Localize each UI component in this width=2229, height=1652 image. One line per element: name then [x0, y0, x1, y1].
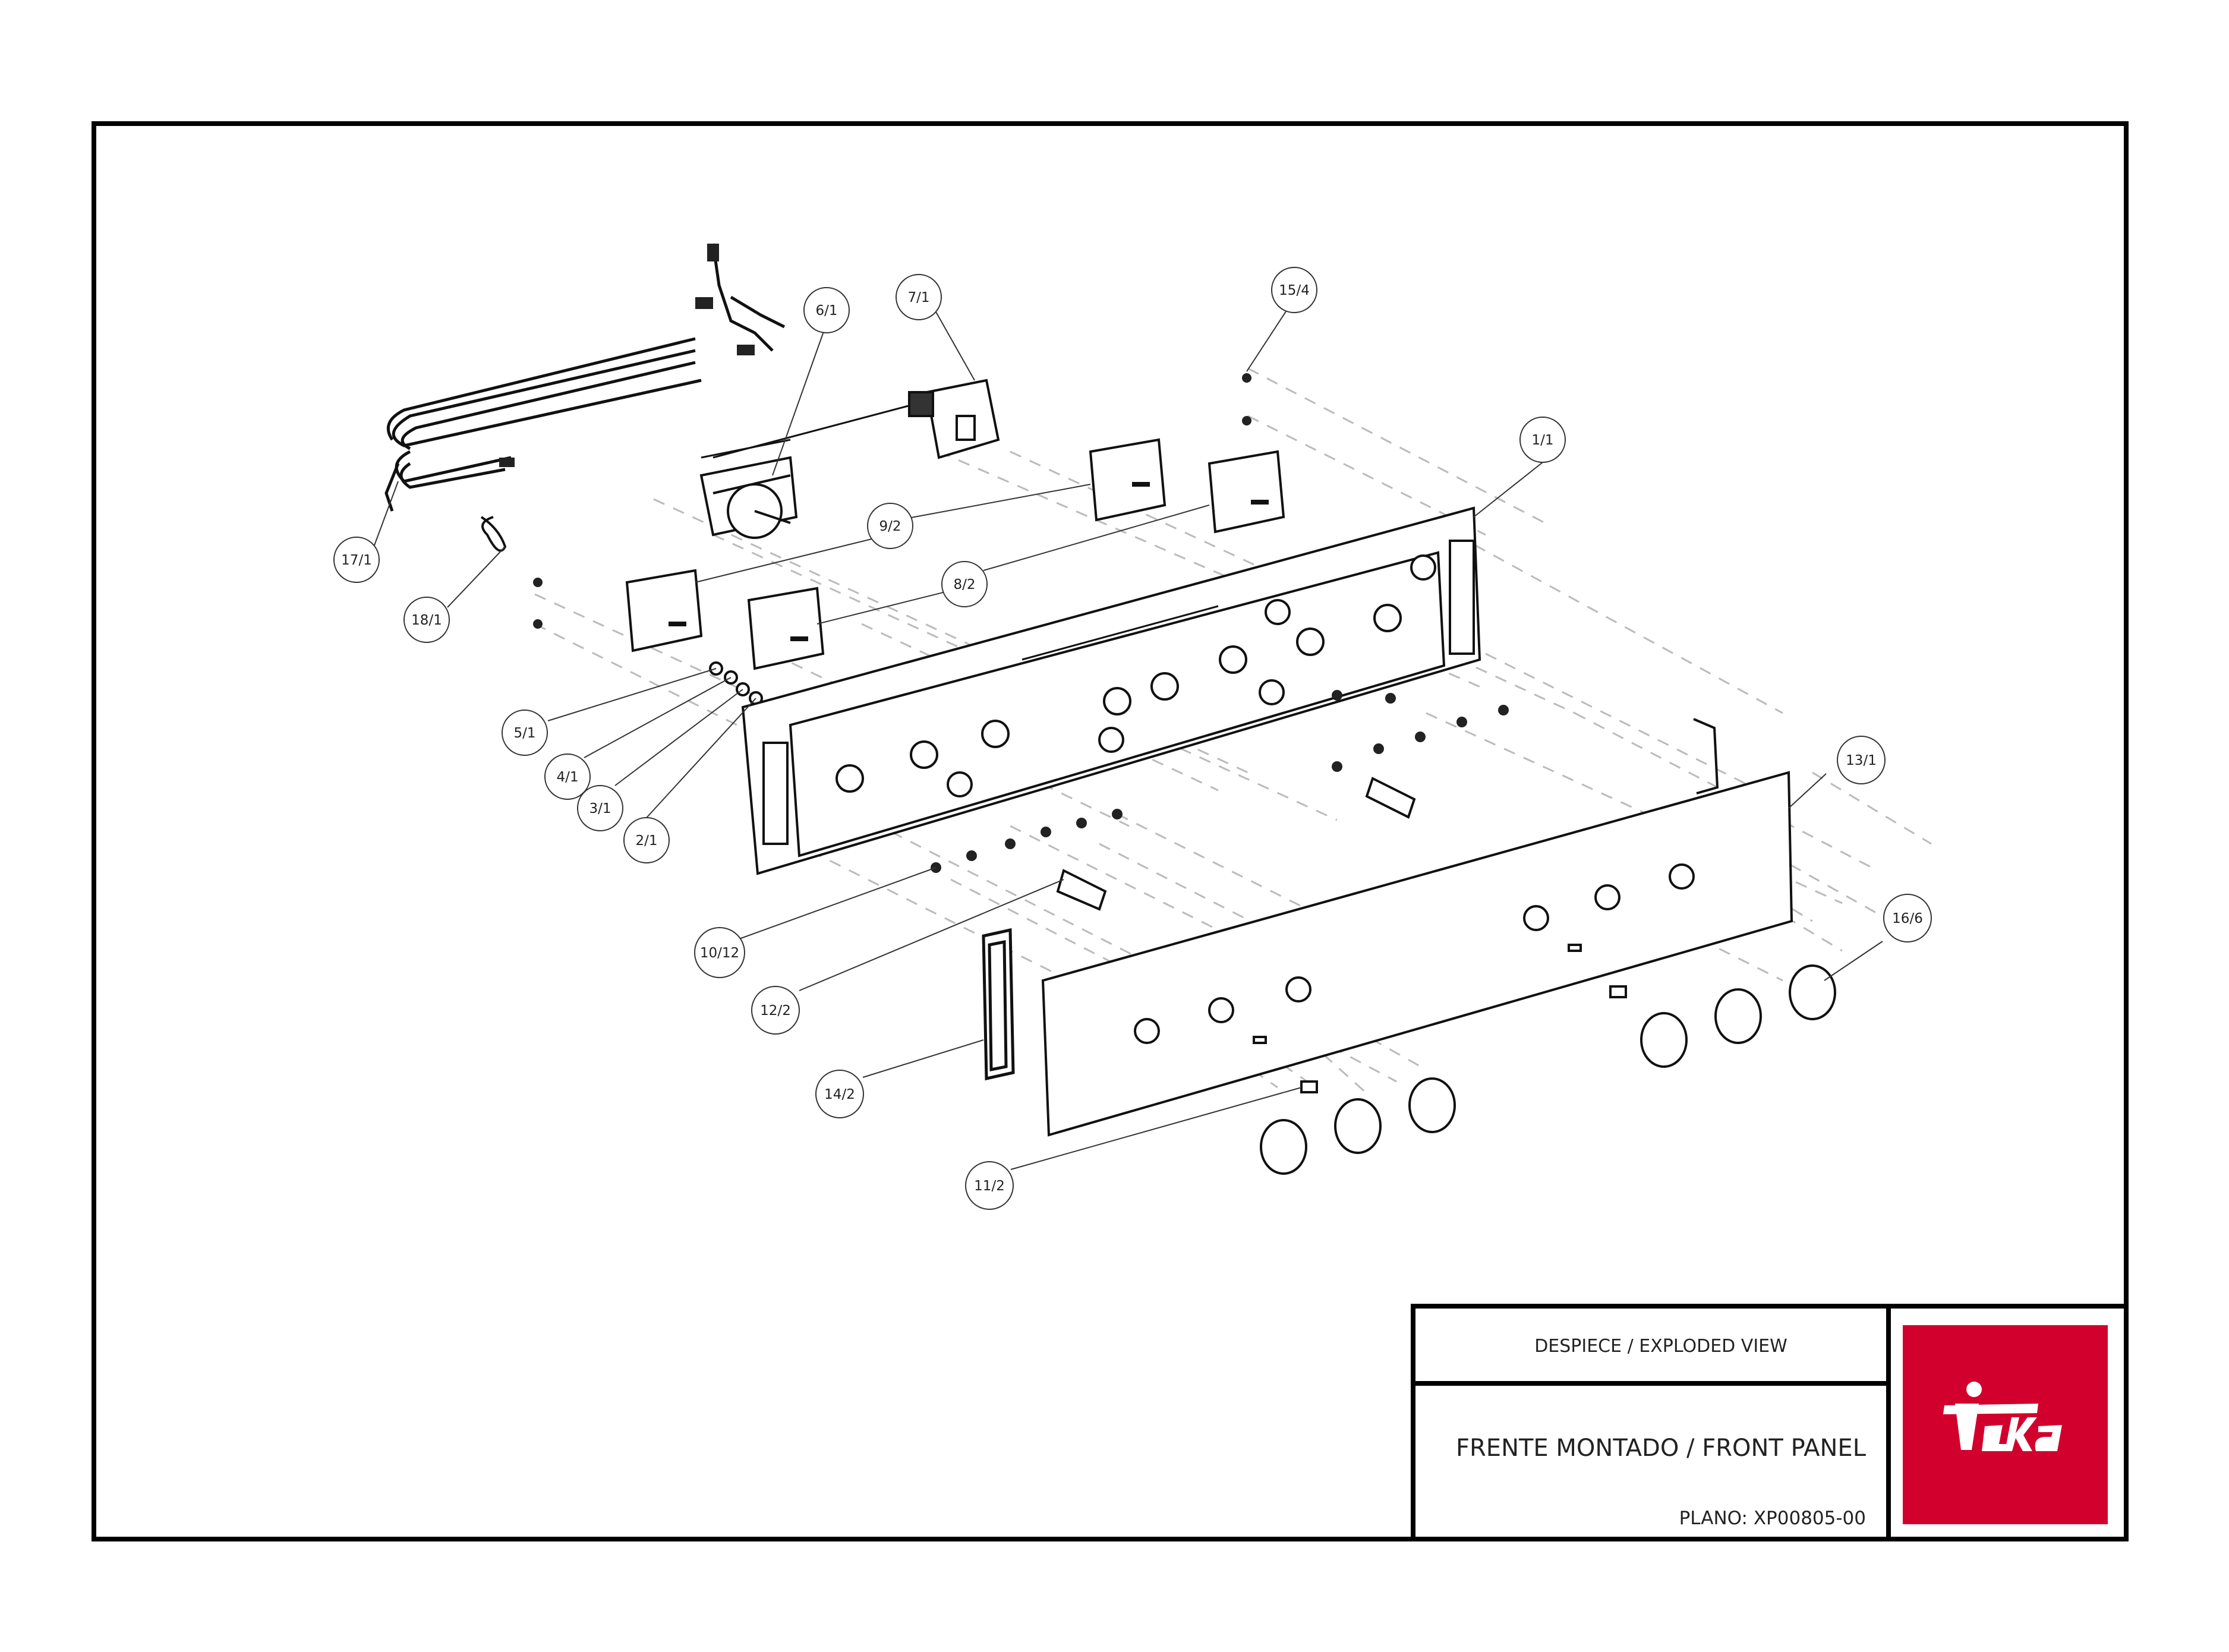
svg-text:12/2: 12/2: [760, 1003, 791, 1019]
wiring-connector: [499, 244, 755, 467]
svg-text:15/4: 15/4: [1279, 283, 1310, 298]
callout-12-2: 12/2: [751, 986, 800, 1035]
knobs: [1260, 964, 1836, 1175]
svg-text:11/2: 11/2: [974, 1178, 1005, 1194]
hinge-clip-left: [1056, 869, 1107, 911]
switch-module-9a: [1089, 438, 1166, 522]
callout-1-1: 1/1: [1519, 417, 1566, 463]
svg-text:17/1: 17/1: [341, 553, 372, 568]
handle-bracket: [982, 928, 1015, 1081]
callout-4-1: 4/1: [544, 754, 591, 800]
svg-text:9/2: 9/2: [879, 519, 901, 534]
callout-13-1: 13/1: [1837, 736, 1886, 784]
callout-10-12: 10/12: [694, 927, 745, 978]
thermostat: [712, 379, 1000, 459]
svg-text:10/12: 10/12: [700, 945, 739, 961]
svg-text:18/1: 18/1: [411, 613, 442, 628]
hinge-clip-right: [1365, 777, 1416, 819]
svg-text:13/1: 13/1: [1846, 753, 1877, 768]
svg-text:14/2: 14/2: [824, 1087, 855, 1102]
callout-5-1: 5/1: [502, 710, 548, 756]
callout-9-2: 9/2: [867, 503, 913, 549]
timer-switch: [699, 439, 798, 539]
callout-7-1: 7/1: [896, 274, 942, 320]
callout-11-2: 11/2: [965, 1161, 1014, 1210]
glass-front-panel: [1041, 718, 1793, 1137]
svg-text:2/1: 2/1: [635, 833, 657, 849]
svg-text:6/1: 6/1: [815, 303, 837, 319]
svg-text:16/6: 16/6: [1892, 911, 1923, 926]
panel-holes: [836, 554, 1436, 797]
svg-text:3/1: 3/1: [589, 801, 611, 816]
switch-module-8b: [747, 587, 825, 670]
glass-holes: [1134, 863, 1695, 1044]
callout-15-4: 15/4: [1271, 267, 1317, 313]
svg-text:5/1: 5/1: [513, 726, 535, 741]
callout-14-2: 14/2: [815, 1070, 864, 1118]
screws-15: [1242, 373, 1251, 425]
callout-18-1: 18/1: [403, 597, 450, 643]
push-buttons: [1300, 985, 1627, 1093]
screws-10: [931, 690, 1509, 873]
callout-17-1: 17/1: [333, 537, 380, 583]
callout-2-1: 2/1: [623, 817, 670, 863]
cable-tie: [480, 516, 507, 552]
switch-module-8a: [1207, 450, 1285, 534]
title-main: FRENTE MONTADO / FRONT PANEL: [1456, 1435, 1867, 1462]
title-header: DESPIECE / EXPLODED VIEW: [1534, 1336, 1787, 1357]
svg-text:8/2: 8/2: [953, 577, 975, 592]
wiring-harness: [384, 243, 786, 512]
screws-module: [533, 578, 543, 629]
drawing-frame: [92, 121, 2129, 1541]
callout-leaders: [373, 306, 1883, 1170]
svg-text:1/1: 1/1: [1531, 433, 1553, 448]
callout-6-1: 6/1: [803, 287, 850, 333]
callout-3-1: 3/1: [577, 785, 623, 831]
callout-8-2: 8/2: [941, 561, 988, 607]
svg-text:4/1: 4/1: [556, 770, 578, 785]
teka-logo: [1903, 1325, 2108, 1524]
title-plano: PLANO: XP00805-00: [1679, 1508, 1866, 1529]
callout-16-6: 16/6: [1883, 894, 1932, 942]
svg-text:7/1: 7/1: [907, 290, 929, 305]
switch-module-9b: [625, 569, 703, 652]
